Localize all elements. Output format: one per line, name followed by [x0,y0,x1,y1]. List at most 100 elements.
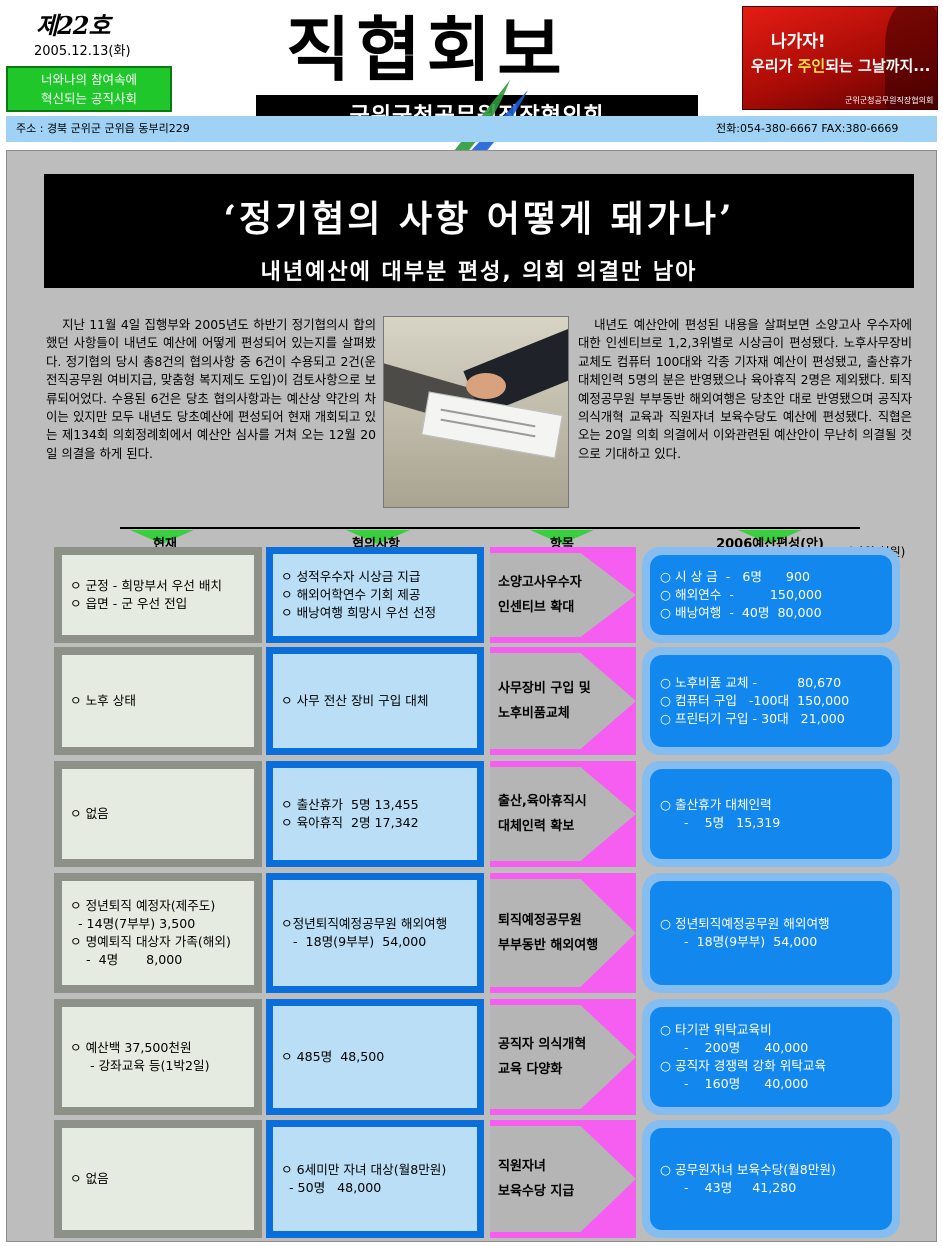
budget-cell-line: ○ 해외연수 - 150,000 [660,587,822,602]
current-status-cell: ㅇ 군정 - 희망부서 우선 배치 ㅇ 읍면 - 군 우선 전입 [54,547,262,643]
paper-title: 직협회보 [286,9,568,91]
budget-cell-line: - 200명 40,000 [660,1040,809,1055]
headline: ‘정기협의 사항 어떻게 돼가나’ [223,198,735,240]
budget-cell-line: ○ 타기관 위탁교육비 [660,1022,772,1037]
agreement-cell-content: ㅇ정년퇴직예정공무원 해외여행 - 18명(9부부) 54,000 [273,880,477,986]
table-header-rule [120,527,860,529]
slogan-banner: 나가자! 우리가 주인되는 그날까지... 군위군청공무원직장협의회 [742,6,938,110]
agreement-cell-content: ㅇ 사무 전산 장비 구입 대체 [273,654,477,748]
budget-cell-line: ○ 출산휴가 대체인력 [660,797,772,812]
article-paragraph-left: 지난 11월 4일 집행부와 2005년도 하반기 정기협의시 합의했던 사항들… [46,317,376,461]
current-status-cell-content: ㅇ 없음 [62,769,254,859]
banner-credit: 군위군청공무원직장협의회 [845,96,934,105]
current-status-cell-line: ㅇ 예산백 37,500천원 [70,1040,192,1055]
budget-cell-line: ○ 프린터기 구입 - 30대 21,000 [660,711,845,726]
budget-cell-line: ○ 시 상 금 - 6명 900 [660,569,810,584]
agreement-cell: ㅇ 6세미만 자녀 대상(월8만원) - 50명 48,000 [266,1120,484,1238]
agreement-cell: ㅇ정년퇴직예정공무원 해외여행 - 18명(9부부) 54,000 [266,873,484,993]
item-cell-line: 퇴직예정공무원 [498,913,582,928]
agreement-cell-line: ㅇ 6세미만 자녀 대상(월8만원) [281,1162,447,1177]
item-cell-line: 대체인력 확보 [498,819,575,834]
current-status-cell-line: ㅇ 정년퇴직 예정자(제주도) [70,898,216,913]
item-cell-line: 출산,육아휴직시 [498,794,587,809]
current-status-cell-content: ㅇ 없음 [62,1128,254,1230]
budget-cell: ○ 정년퇴직예정공무원 해외여행 - 18명(9부부) 54,000 [642,873,900,993]
budget-cell-content: ○ 공무원자녀 보육수당(월8만원) - 43명 41,280 [650,1128,892,1230]
issue-number: 제22호 [36,11,111,40]
current-status-cell: ㅇ 없음 [54,761,262,867]
current-status-cell-line: ㅇ 군정 - 희망부서 우선 배치 [70,578,223,593]
issue-date: 2005.12.13(화) [34,44,131,59]
current-status-cell-line: ㅇ 읍면 - 군 우선 전입 [70,596,188,611]
budget-cell-content: ○ 노후비품 교체 - 80,670○ 컴퓨터 구입 -100대 150,000… [650,655,892,747]
budget-cell: ○ 노후비품 교체 - 80,670○ 컴퓨터 구입 -100대 150,000… [642,647,900,755]
budget-cell-line: - 18명(9부부) 54,000 [660,934,818,949]
banner-highlight: 주인 [797,57,826,75]
article-paragraph-right: 내년도 예산안에 편성된 내용을 살펴보면 소양고사 우수자에 대한 인센티브로… [578,317,912,461]
current-status-cell-content: ㅇ 예산백 37,500천원 - 강좌교육 등(1박2일) [62,1007,254,1107]
budget-cell-line: ○ 정년퇴직예정공무원 해외여행 [660,916,830,931]
budget-cell-line: ○ 배낭여행 - 40명 80,000 [660,605,822,620]
slogan-line-2: 혁신되는 공직사회 [41,91,137,106]
budget-cell: ○ 시 상 금 - 6명 900 ○ 해외연수 - 150,000 ○ 배낭여행 -… [642,547,900,643]
address-bar: 주소 : 경북 군위군 군위읍 동부리229 전화:054-380-6667 F… [6,116,937,142]
budget-cell: ○ 출산휴가 대체인력 - 5명 15,319 [642,761,900,867]
item-cell-line: 인센티브 확대 [498,600,575,615]
current-status-cell-content: ㅇ 정년퇴직 예정자(제주도) - 14명(7부부) 3,500 ㅇ 명예퇴직 대… [62,881,254,985]
item-cell-line: 공직자 의식개혁 [498,1037,587,1052]
item-cell-line: 보육수당 지급 [498,1184,575,1199]
current-status-cell-line: ㅇ 노후 상태 [70,693,136,708]
header-marker-icon [738,530,802,544]
agreement-cell-content: ㅇ 6세미만 자녀 대상(월8만원) - 50명 48,000 [273,1127,477,1231]
budget-cell-content: ○ 정년퇴직예정공무원 해외여행 - 18명(9부부) 54,000 [650,881,892,985]
agreement-cell: ㅇ 출산휴가 5명 13,455 ㅇ 육아휴직 2명 17,342 [266,761,484,867]
agreement-cell-line: ㅇ 사무 전산 장비 구입 대체 [281,693,429,708]
headline-box: ‘정기협의 사항 어떻게 돼가나’ 내년예산에 대부분 편성, 의회 의결만 남… [44,174,914,288]
phone-fax-text: 전화:054-380-6667 FAX:380-6669 [716,122,899,135]
agreement-cell-line: ㅇ 배낭여행 희망시 우선 선정 [281,605,437,620]
current-status-cell-line: ㅇ 명예퇴직 대상자 가족(해외) [70,934,231,949]
item-cell-line: 부부동반 해외여행 [498,938,599,953]
agreement-cell: ㅇ 485명 48,500 [266,999,484,1115]
budget-cell: ○ 타기관 위탁교육비 - 200명 40,000○ 공직자 경쟁력 강화 위탁… [642,999,900,1115]
budget-cell: ○ 공무원자녀 보육수당(월8만원) - 43명 41,280 [642,1120,900,1238]
current-status-cell: ㅇ 노후 상태 [54,647,262,755]
agreement-cell-line: ㅇ 성적우수자 시상금 지급 [281,569,421,584]
header-marker-icon [346,530,410,544]
budget-cell-line: ○ 노후비품 교체 - 80,670 [660,675,842,690]
current-status-cell: ㅇ 없음 [54,1120,262,1238]
agreement-cell-line: ㅇ 육아휴직 2명 17,342 [281,815,419,830]
address-text: 주소 : 경북 군위군 군위읍 동부리229 [16,122,190,135]
item-cell-line: 소양고사우수자 [498,575,582,590]
budget-cell-content: ○ 시 상 금 - 6명 900 ○ 해외연수 - 150,000 ○ 배낭여행 -… [650,555,892,635]
photo-handshake [466,373,506,399]
budget-cell-line: ○ 공무원자녀 보육수당(월8만원) [660,1162,836,1177]
banner-line-1: 나가자! [771,32,826,52]
agreement-cell-line: - 50명 48,000 [281,1180,382,1195]
agreement-cell-line: ㅇ 출산휴가 5명 13,455 [281,797,419,812]
banner-line-2: 우리가 주인되는 그날까지... [751,57,931,75]
budget-cell-line: - 43명 41,280 [660,1180,797,1195]
current-status-cell-line: - 14명(7부부) 3,500 [70,916,196,931]
current-status-cell-content: ㅇ 군정 - 희망부서 우선 배치 ㅇ 읍면 - 군 우선 전입 [62,555,254,635]
item-cell-line: 교육 다양화 [498,1062,563,1077]
raised-fist-icon [885,7,937,109]
handshake-photo [383,316,569,508]
budget-cell-line: - 5명 15,319 [660,815,781,830]
item-cell-line: 직원자녀 [498,1159,546,1174]
current-status-cell-content: ㅇ 노후 상태 [62,655,254,747]
budget-cell-line: - 160명 40,000 [660,1076,809,1091]
agreement-cell-line: - 18명(9부부) 54,000 [281,934,427,949]
agreement-cell-line: ㅇ 485명 48,500 [281,1049,385,1064]
slogan-box: 너와나의 참여속에 혁신되는 공직사회 [6,66,172,112]
